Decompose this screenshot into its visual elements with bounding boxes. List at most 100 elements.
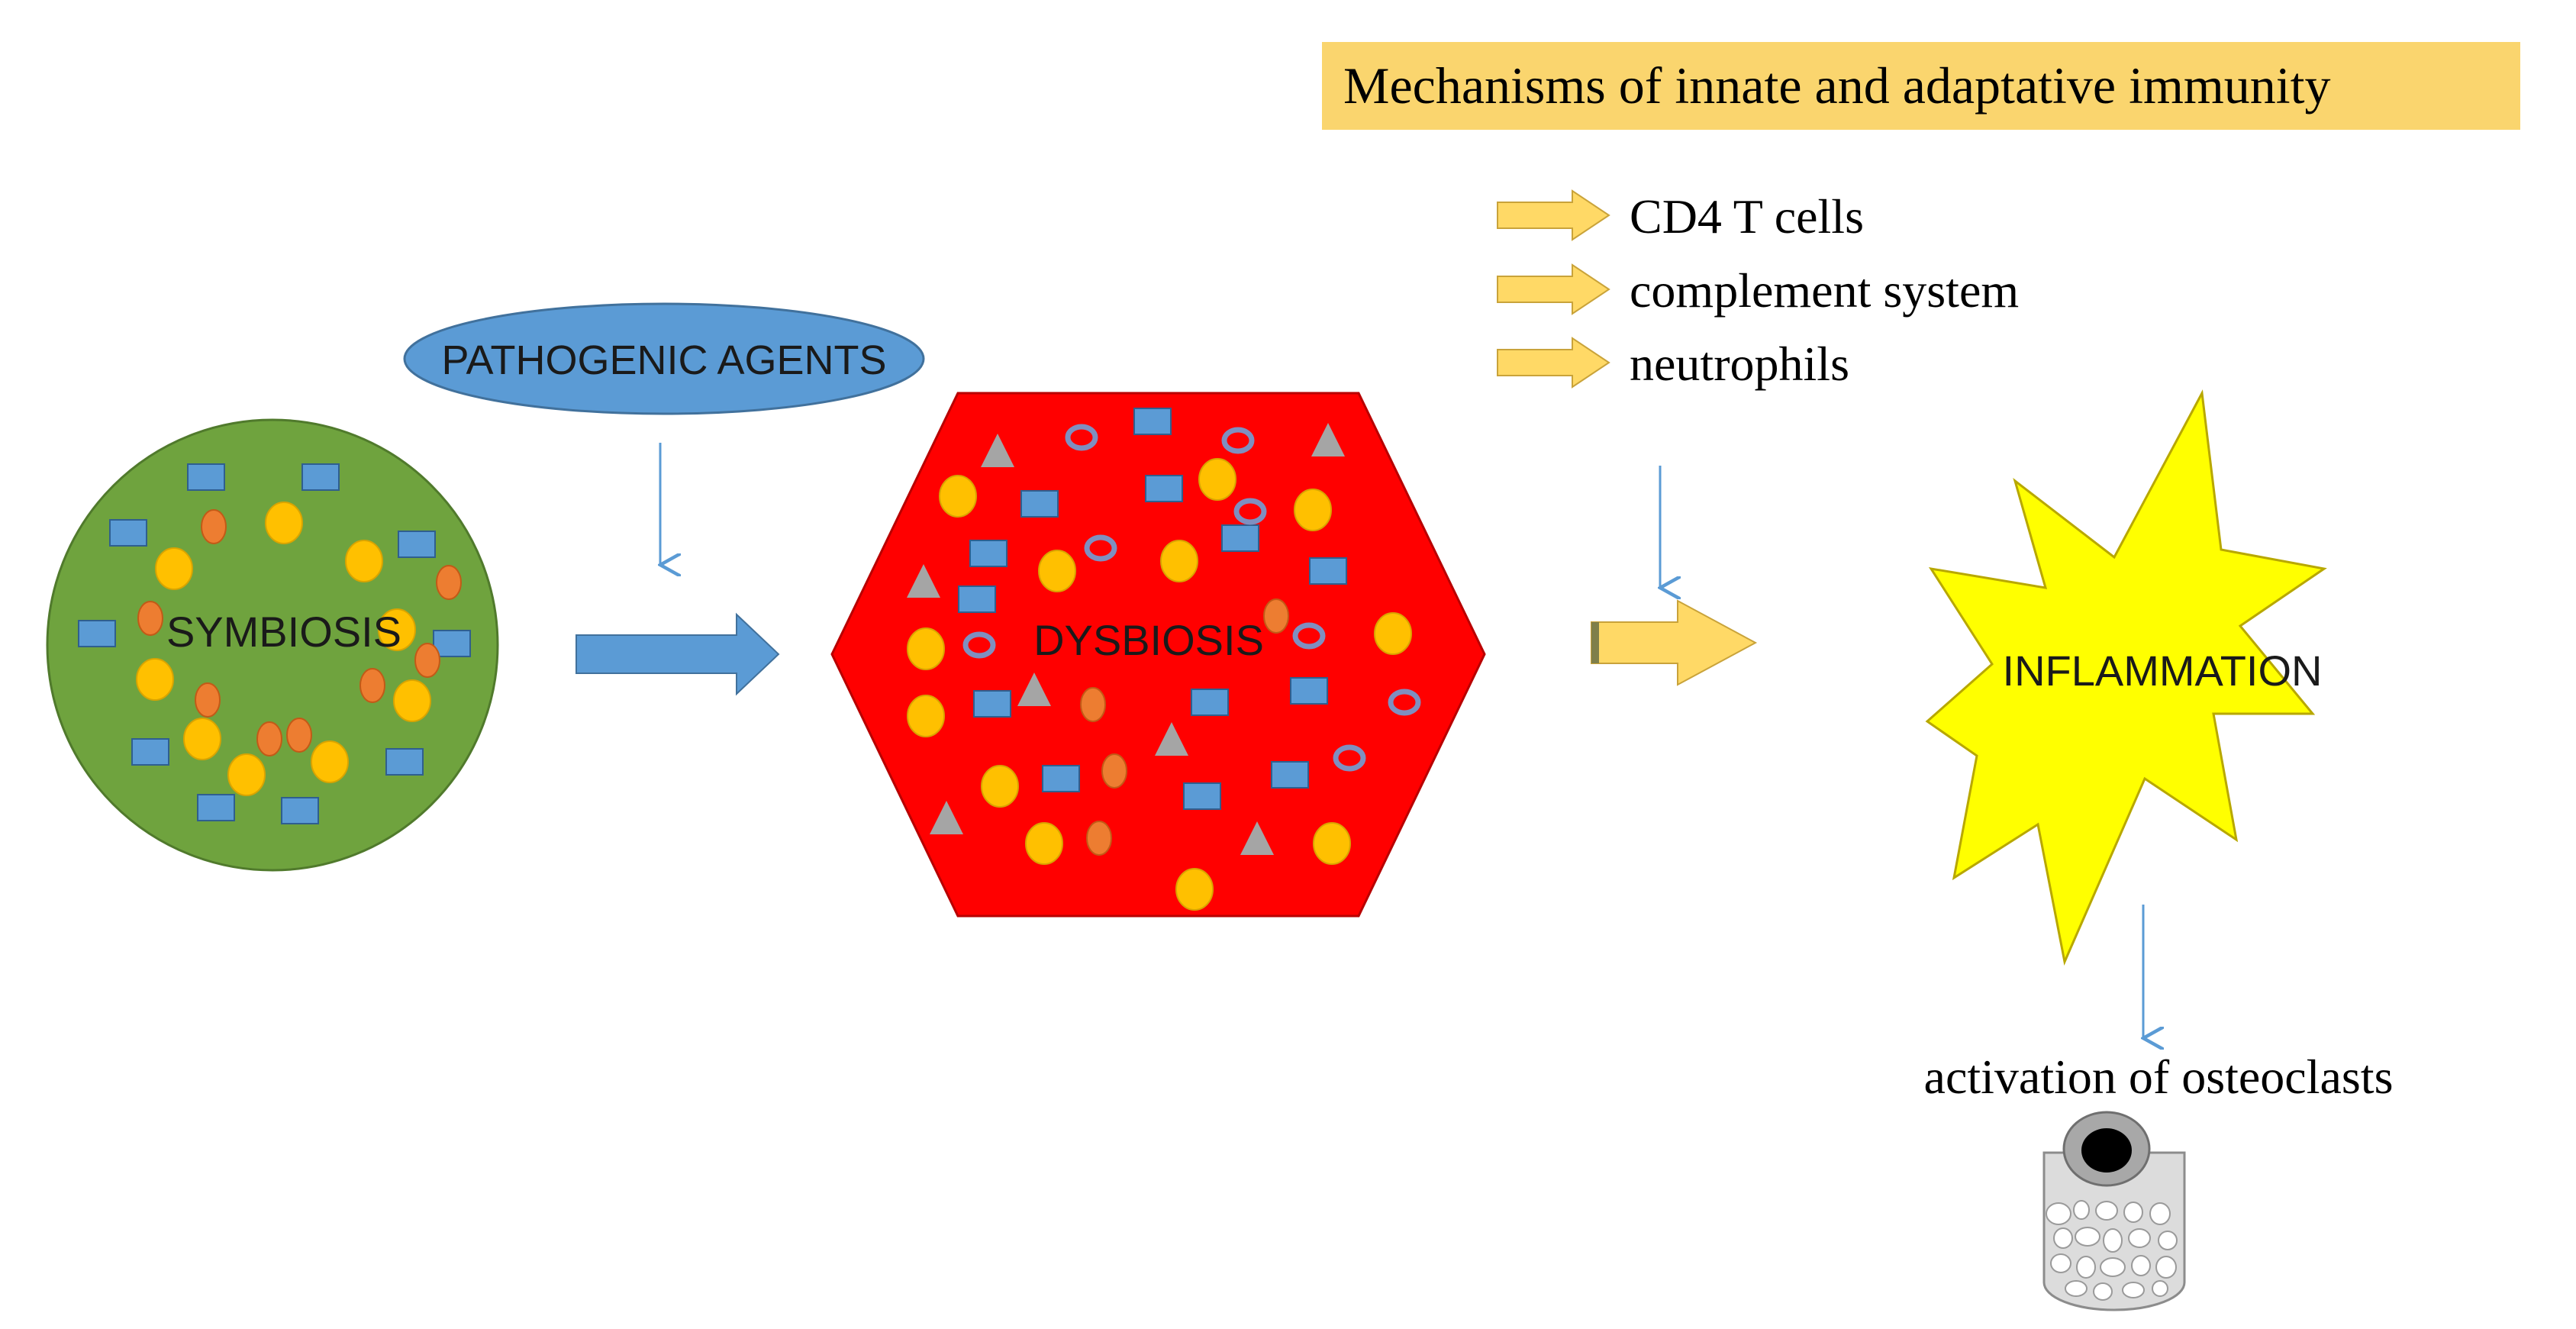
inflammation-node: INFLAMMATION [1925,389,2327,966]
bone-pore [2149,1202,2171,1225]
microbe-ring [1084,534,1117,562]
bone-pore [2065,1280,2088,1297]
yellow-block-arrow [1591,599,1758,686]
bone-pore [2128,1228,2151,1248]
microbe-rod [187,463,225,491]
microbe-rod [109,519,147,547]
microbe-small [1080,687,1106,722]
title-banner: Mechanisms of innate and adaptative immu… [1322,42,2520,130]
microbe-triangle [930,801,963,834]
blue-block-arrow [575,612,780,696]
bone-pore [2053,1227,2073,1249]
bone-pore [2100,1257,2126,1277]
microbe-triangle [1017,673,1051,706]
microbe-rod [398,531,436,558]
microbe-triangle [981,434,1014,467]
bone-pore [2050,1253,2071,1273]
microbe-rod [301,463,340,491]
microbe-rod [78,620,116,647]
microbe-small [359,668,385,703]
microbe-small [201,509,227,544]
microbe-coccus [393,679,431,722]
microbe-rod [1271,761,1309,789]
microbe-coccus [939,475,977,518]
microbe-rod [1042,765,1080,792]
microbe-small [414,643,440,678]
microbe-rod [1221,524,1259,552]
yellow-arrow-tail [1591,622,1599,663]
pathogenic-agents-node: PATHOGENIC AGENTS [403,302,925,415]
microbe-small [137,601,163,636]
microbe-ring [1221,427,1255,454]
mechanism-label: complement system [1630,263,2019,318]
microbe-rod [1290,677,1328,705]
microbe-rod [1309,557,1347,585]
microbe-small [1101,753,1127,789]
bone-pore [2152,1280,2168,1297]
microbe-ring [1388,689,1421,716]
microbe-triangle [1311,423,1345,456]
bone-pore [2076,1256,2096,1279]
microbe-rod [958,585,996,613]
microbe-coccus [1313,822,1351,865]
microbe-rod [1191,689,1229,716]
microbe-rod [1020,490,1059,518]
microbe-coccus [311,740,349,783]
bone-pore [2103,1228,2123,1253]
symbiosis-microbes [78,463,471,824]
pathogenic-agents-ellipse [403,302,925,415]
microbe-ring [1292,622,1326,650]
microbe-small [286,718,312,753]
symbiosis-node: SYMBIOSIS [46,418,499,872]
microbe-coccus [183,718,221,760]
microbe-rod [969,540,1008,567]
microbe-ring [1065,424,1098,451]
dysbiosis-label: DYSBIOSIS [1033,616,1264,664]
osteoclast-bone-icon [2042,1111,2186,1311]
bone-pore [2073,1200,2090,1220]
title-banner-bg [1322,42,2520,130]
microbe-small [436,565,462,600]
microbe-coccus [155,547,193,590]
bone-pores [2046,1200,2178,1301]
microbe-rod [197,794,235,821]
microbe-rod [1183,782,1221,810]
mechanism-label: neutrophils [1630,337,1849,391]
microbe-small [256,721,282,756]
microbe-coccus [907,627,945,670]
mechanism-label: CD4 T cells [1630,189,1864,244]
microbe-small [1263,598,1289,634]
bone-pore [2095,1201,2118,1221]
dysbiosis-node: DYSBIOSIS [830,392,1486,918]
microbe-rod [385,748,424,776]
mechanism-item-neutrophils: neutrophils [1497,337,1849,391]
bone-pore [2131,1255,2151,1276]
osteoclasts-label: activation of osteoclasts [1924,1050,2394,1104]
microbe-rod [1133,408,1172,435]
microbe-coccus [981,765,1019,808]
microbe-triangle [1155,722,1188,756]
microbe-ring [1233,498,1267,525]
title-text: Mechanisms of innate and adaptative immu… [1343,56,2331,115]
microbe-triangle [907,564,940,598]
bone-pore [2046,1202,2071,1225]
microbe-rod [433,630,471,657]
microbe-coccus [1038,550,1076,592]
small-arrow-icon [1497,189,1610,241]
bone-pore [2093,1282,2113,1301]
microbe-coccus [907,695,945,737]
mechanism-item-cd4: CD4 T cells [1497,189,1864,244]
microbe-coccus [1025,822,1063,865]
osteoclast-nucleus [2081,1128,2132,1173]
microbe-coccus [378,608,416,651]
microbe-ring [962,631,996,659]
microbe-coccus [1198,458,1236,501]
microbe-coccus [136,658,174,701]
inflammation-label: INFLAMMATION [2003,647,2323,695]
symbiosis-label: SYMBIOSIS [166,608,401,656]
microbe-coccus [1294,489,1332,531]
yellow-arrow-body [1591,599,1758,686]
microbe-coccus [345,540,383,582]
dysbiosis-microbes [907,408,1421,911]
